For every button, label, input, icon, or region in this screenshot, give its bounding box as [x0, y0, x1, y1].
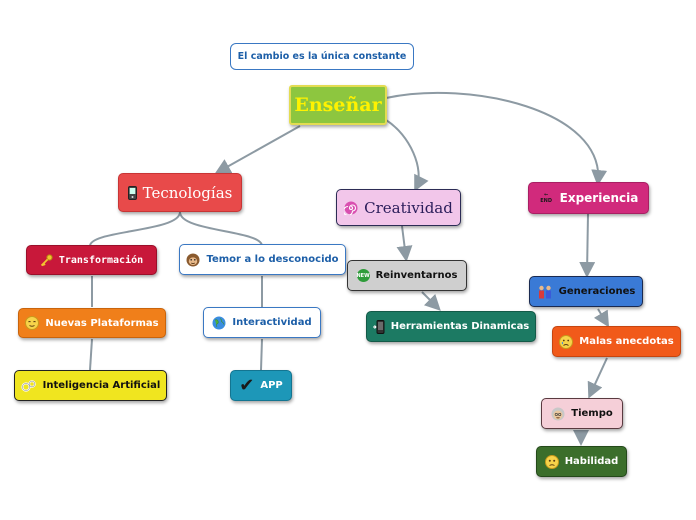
- interactividad-label: Interactividad: [232, 317, 312, 328]
- old-woman-icon: [551, 407, 565, 421]
- phone-icon: [127, 185, 137, 200]
- habilidad-label: Habilidad: [564, 456, 619, 467]
- node-reinventarnos[interactable]: NEW Reinventarnos: [347, 260, 467, 291]
- reinventarnos-label: Reinventarnos: [375, 270, 458, 281]
- node-transformacion[interactable]: Transformación: [26, 245, 157, 275]
- spiral-icon: [344, 201, 358, 215]
- transformacion-label: Transformación: [58, 254, 144, 266]
- node-creatividad[interactable]: Creatividad: [336, 189, 461, 226]
- malas-anecdotas-label: Malas anecdotas: [579, 336, 674, 347]
- node-tecnologias[interactable]: Tecnologías: [118, 173, 242, 212]
- node-inteligencia-artificial[interactable]: Inteligencia Artificial: [14, 370, 167, 401]
- node-nuevas-plataformas[interactable]: Nuevas Plataformas: [18, 308, 166, 338]
- header-box[interactable]: El cambio es la única constante: [230, 43, 414, 70]
- link-generaciones-malas: [593, 308, 610, 328]
- herramientas-label: Herramientas Dinamicas: [390, 321, 530, 332]
- couple-icon: [537, 285, 553, 299]
- node-malas-anecdotas[interactable]: Malas anecdotas: [552, 326, 681, 357]
- key-icon: [40, 253, 53, 267]
- link-root-creatividad: [385, 119, 429, 192]
- sad-face-icon: [559, 334, 574, 349]
- gears-icon: [21, 379, 37, 393]
- node-tiempo[interactable]: Tiempo: [541, 398, 623, 429]
- link-reinventarnos-herramientas: [421, 291, 441, 311]
- creatividad-label: Creatividad: [364, 198, 453, 217]
- link-interactividad-app: [260, 338, 263, 371]
- temor-label: Temor a lo desconocido: [206, 254, 339, 265]
- app-label: APP: [260, 380, 283, 391]
- link-experiencia-generaciones: [579, 213, 596, 278]
- link-nuevas-inteligencia: [89, 338, 93, 371]
- node-interactividad[interactable]: Interactividad: [203, 307, 321, 338]
- link-creatividad-reinventarnos: [396, 225, 413, 262]
- tecnologias-label: Tecnologías: [142, 183, 233, 202]
- header-label: El cambio es la única constante: [237, 51, 407, 62]
- node-experiencia[interactable]: ←END Experiencia: [528, 182, 649, 214]
- worried-face-icon: [544, 454, 559, 469]
- node-temor[interactable]: Temor a lo desconocido: [179, 244, 346, 275]
- link-root-tecnologias: [214, 125, 301, 174]
- nuevas-plataformas-label: Nuevas Plataformas: [45, 317, 159, 329]
- inteligencia-artificial-label: Inteligencia Artificial: [42, 380, 161, 391]
- end-arrow-icon: ←END: [540, 192, 553, 204]
- globe-icon: [212, 316, 226, 330]
- root-node[interactable]: Enseñar: [289, 85, 387, 125]
- monkey-face-icon: [186, 253, 200, 267]
- node-herramientas[interactable]: Herramientas Dinamicas: [366, 311, 536, 342]
- mobile-phone-icon: [372, 319, 385, 334]
- node-habilidad[interactable]: Habilidad: [536, 446, 627, 477]
- new-badge-icon: NEW: [357, 269, 370, 282]
- tiempo-label: Tiempo: [571, 408, 613, 419]
- link-tecnologias-temor: [179, 211, 263, 247]
- generaciones-label: Generaciones: [558, 286, 636, 297]
- relieved-face-icon: [25, 316, 40, 330]
- root-label: Enseñar: [294, 94, 382, 116]
- node-app[interactable]: ✔ APP: [230, 370, 292, 401]
- experiencia-label: Experiencia: [559, 191, 639, 205]
- link-root-experiencia: [385, 91, 608, 186]
- link-tecnologias-transformacion: [89, 211, 181, 247]
- check-icon: ✔: [239, 375, 255, 396]
- link-malas-tiempo: [587, 357, 608, 399]
- node-generaciones[interactable]: Generaciones: [529, 276, 643, 307]
